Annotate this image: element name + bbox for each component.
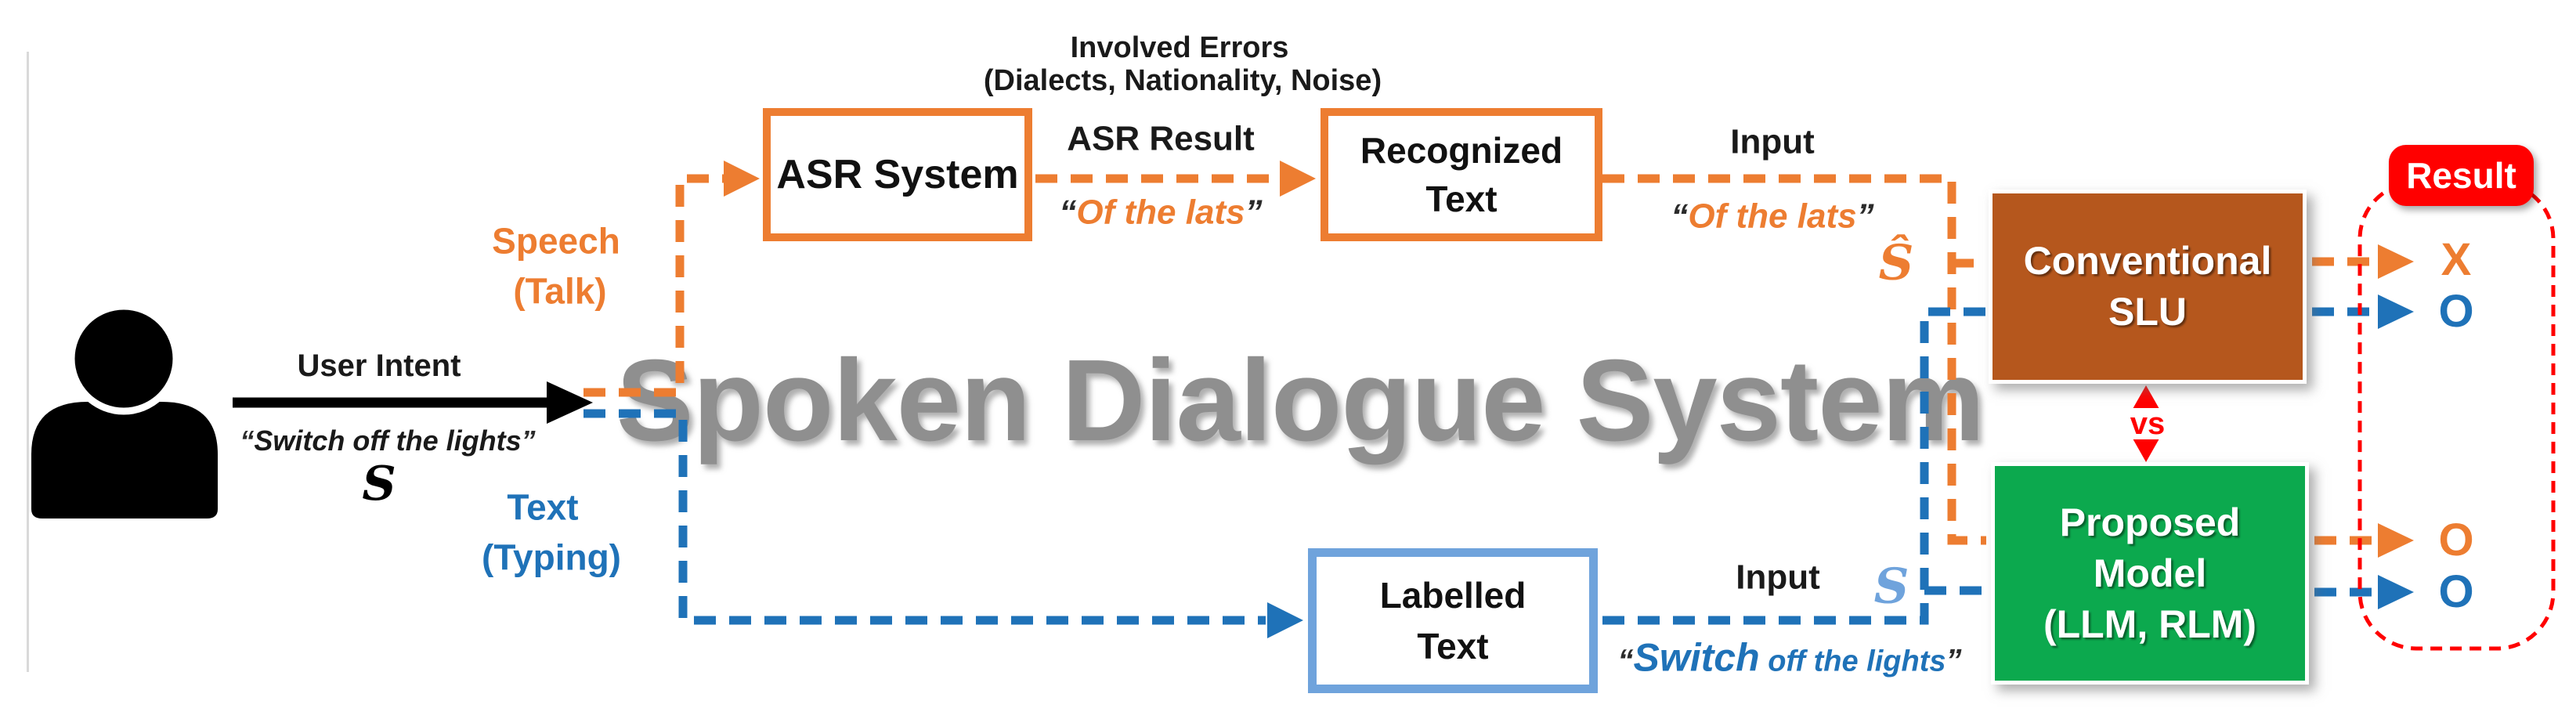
speech-talk-label: (Talk) (513, 270, 607, 312)
page-title: Spoken Dialogue System (616, 336, 1985, 465)
close-quote: ” (521, 425, 536, 457)
result-conventional-speech-mark: X (2441, 234, 2472, 285)
labelled-text-line1: Labelled (1379, 575, 1526, 616)
result-badge-label: Result (2406, 155, 2516, 196)
versus-label: vs (2127, 408, 2168, 439)
open-quote: “ (240, 425, 255, 457)
text-input-value-rest: off the lights (1759, 645, 1946, 678)
labelled-text-line2: Text (1417, 625, 1489, 667)
conventional-slu-line2: SLU (2108, 290, 2187, 334)
result-badge: Result (2389, 145, 2534, 206)
open-quote: “ (1671, 197, 1689, 236)
conventional-slu-line1: Conventional (2023, 239, 2272, 283)
asr-result-value: Of the lats (1076, 193, 1245, 232)
proposed-model-line2: Model (2093, 551, 2207, 595)
speech-connector-user-to-asr (583, 174, 725, 397)
text-typing-label: (Typing) (482, 537, 621, 578)
speech-symbol-s-hat: Ŝ (1878, 233, 1914, 291)
result-proposed-speech-mark: O (2438, 515, 2474, 565)
asr-system-box: ASR System (763, 108, 1032, 241)
text-connector-labelled-to-conventional (1602, 307, 1986, 625)
involved-errors-detail: (Dialects, Nationality, Noise) (983, 64, 1382, 98)
speech-connector-recognized-to-proposed (1602, 174, 1986, 545)
left-edge-divider (27, 52, 29, 672)
result-conventional-text-mark: O (2438, 286, 2474, 337)
recognized-text-line2: Text (1425, 179, 1498, 219)
asr-system-box-label: ASR System (776, 152, 1019, 197)
conventional-slu-box: Conventional SLU (1989, 190, 2307, 384)
labelled-text-box: Labelled Text (1308, 548, 1598, 693)
text-input-label: Input (1736, 558, 1820, 597)
speech-arrowheads (724, 161, 2414, 558)
speech-input-value: Of the lats (1688, 197, 1857, 236)
close-quote: ” (1245, 193, 1263, 232)
close-quote: ” (1946, 643, 1962, 678)
text-arrowheads (1267, 294, 2414, 638)
user-intent-arrow (233, 381, 593, 424)
text-connector-user-to-labelled (583, 409, 1266, 625)
proposed-model-line3: (LLM, RLM) (2043, 602, 2257, 646)
speech-input-label: Input (1730, 122, 1815, 161)
result-proposed-text-mark: O (2438, 566, 2474, 617)
speech-label: Speech (492, 220, 620, 262)
user-person-icon (31, 302, 218, 518)
recognized-text-box: Recognized Text (1321, 108, 1602, 241)
text-input-value-emph: Switch (1633, 635, 1760, 680)
user-utterance: Switch off the lights (254, 425, 522, 457)
open-quote: “ (1617, 643, 1634, 678)
text-label: Text (507, 486, 579, 528)
proposed-model-line1: Proposed (2059, 500, 2241, 544)
recognized-text-line1: Recognized (1360, 129, 1563, 171)
asr-result-label: ASR Result (1067, 119, 1255, 158)
user-intent-label: User Intent (297, 349, 461, 383)
close-quote: ” (1856, 197, 1874, 236)
text-symbol-s: S (1873, 557, 1909, 615)
involved-errors-note: Involved Errors (1070, 31, 1289, 65)
user-symbol-s: S (362, 457, 396, 511)
proposed-model-box: Proposed Model (LLM, RLM) (1991, 462, 2309, 685)
open-quote: “ (1059, 193, 1077, 232)
